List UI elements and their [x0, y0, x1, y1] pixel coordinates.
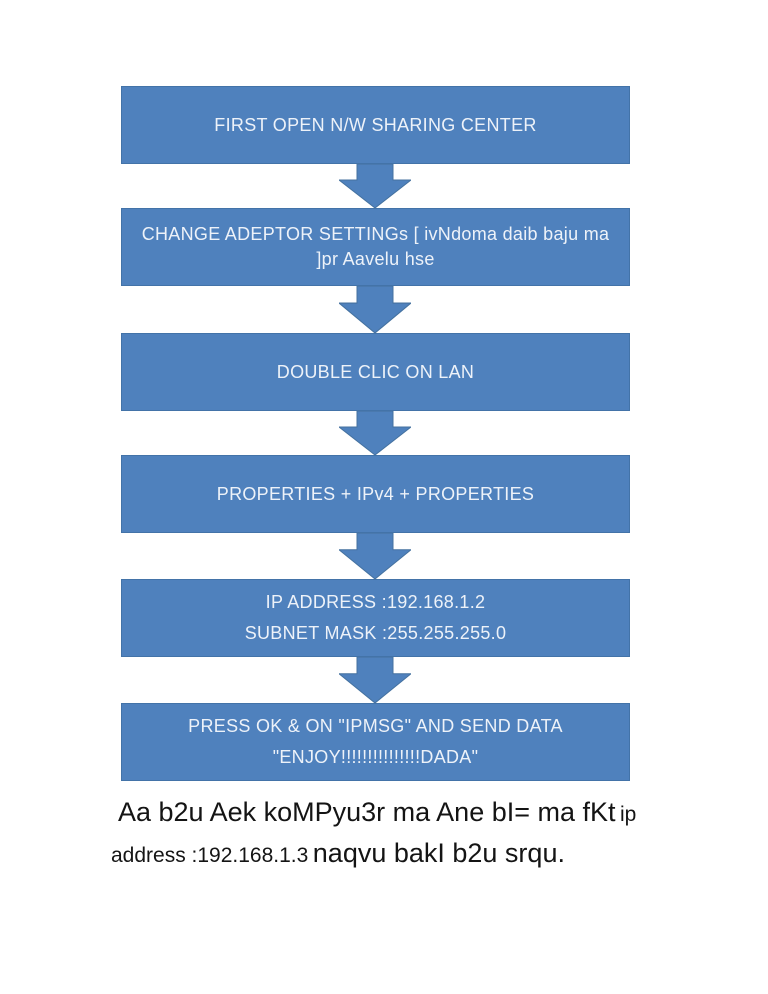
down-arrow-icon	[339, 657, 411, 703]
flow-step-6-text-line-1: PRESS OK & ON "IPMSG" AND SEND DATA	[188, 716, 563, 736]
footer-note: Aa b2u Aek koMPyu3r ma Ane bI= ma fKt ip…	[111, 794, 636, 876]
footer-note-line-1-alt: ip	[619, 803, 637, 826]
down-arrow-icon	[339, 164, 411, 208]
flow-step-3-text: DOUBLE CLIC ON LAN	[276, 361, 475, 382]
flow-step-2: CHANGE ADEPTOR SETTINGs [ ivNdoma daib b…	[121, 208, 630, 286]
flow-step-5-subnet-mask: SUBNET MASK :255.255.255.0	[244, 623, 507, 643]
flow-step-3: DOUBLE CLIC ON LAN	[121, 333, 630, 411]
flow-step-6-text-line-2: "ENJOY!!!!!!!!!!!!!!!DADA"	[272, 747, 479, 767]
flow-step-4-text: PROPERTIES + IPv4 + PROPERTIES	[216, 483, 535, 504]
flow-step-6: PRESS OK & ON "IPMSG" AND SEND DATA "ENJ…	[121, 703, 630, 781]
flow-step-2-text-line-1: CHANGE ADEPTOR SETTINGs [ ivNdoma daib b…	[141, 224, 610, 244]
flow-step-5-ip-address: IP ADDRESS :192.168.1.2	[265, 592, 486, 612]
footer-note-line-1: Aa b2u Aek koMPyu3r ma Ane bI= ma fKt ip	[111, 794, 636, 835]
footer-note-line-2-main: naqvu bakI b2u srqu.	[312, 838, 565, 868]
flow-step-5: IP ADDRESS :192.168.1.2 SUBNET MASK :255…	[121, 579, 630, 657]
down-arrow-icon	[339, 286, 411, 333]
down-arrow-icon	[339, 533, 411, 579]
footer-note-line-1-main: Aa b2u Aek koMPyu3r ma Ane bI= ma fKt	[118, 797, 616, 827]
flow-step-1: FIRST OPEN N/W SHARING CENTER	[121, 86, 630, 164]
flow-step-1-text: FIRST OPEN N/W SHARING CENTER	[214, 114, 537, 135]
flow-step-2-text-line-2: ]pr Aavelu hse	[316, 249, 435, 269]
footer-note-line-2: address :192.168.1.3 naqvu bakI b2u srqu…	[111, 835, 636, 876]
down-arrow-icon	[339, 411, 411, 455]
flow-step-4: PROPERTIES + IPv4 + PROPERTIES	[121, 455, 630, 533]
footer-note-line-2-alt: address :192.168.1.3	[111, 844, 309, 867]
